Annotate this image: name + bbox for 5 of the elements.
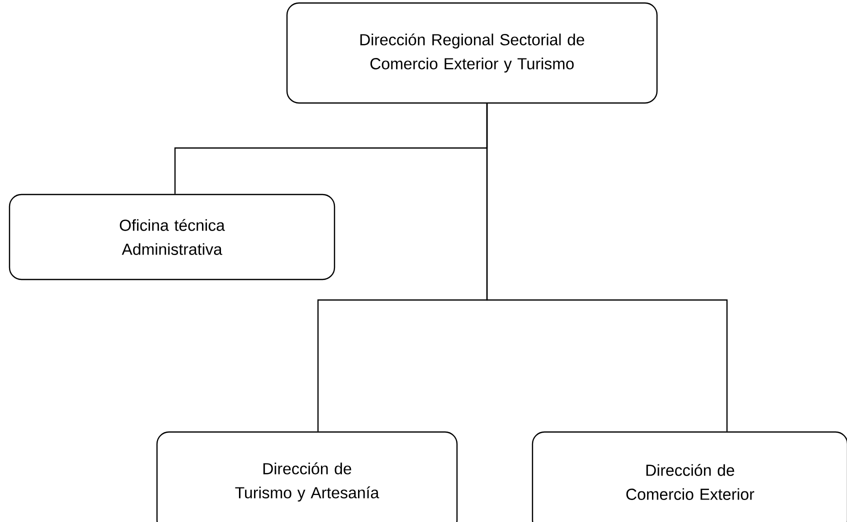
org-box: Dirección de Turismo y Artesanía: [156, 431, 458, 522]
org-box: Oficina técnica Administrativa: [8, 194, 336, 280]
org-box: Dirección de Comercio Exterior: [532, 431, 847, 522]
org-box: Dirección Regional Sectorial de Comercio Exterior y Turismo: [286, 2, 658, 104]
connector-line: [486, 104, 728, 432]
